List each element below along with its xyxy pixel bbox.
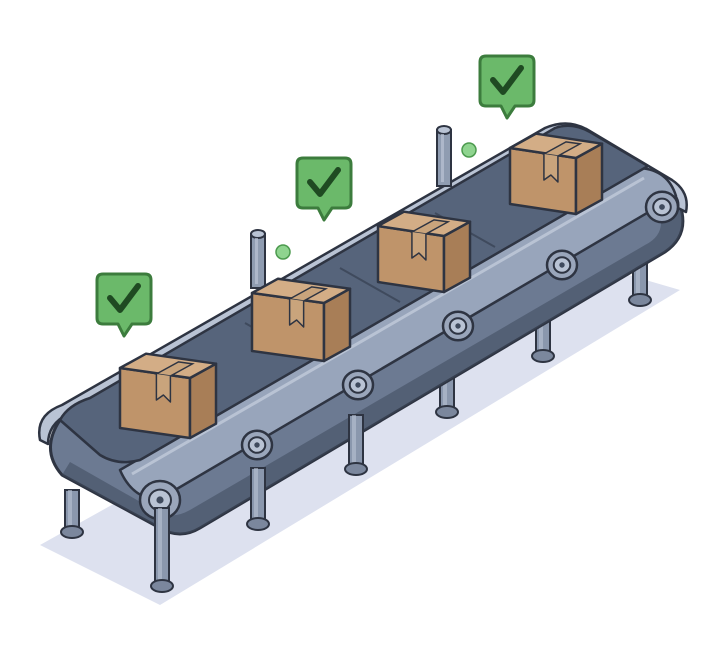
check-badge-icon [478,54,536,120]
front-rail-highlight [131,176,645,476]
box-tape-front [288,299,305,328]
sensor-post-icon [436,125,477,187]
conveyor-side-shade [62,205,683,534]
conveyor-leg [60,489,84,539]
side-roller [441,310,475,342]
conveyor-leg [246,467,270,531]
conveyor-leg [150,507,174,593]
box-front [118,366,192,440]
cardboard-box-icon [508,132,604,216]
check-mark-icon [490,65,524,95]
conveyor-leg [344,414,368,476]
box-tape [409,219,451,235]
check-mark-icon [307,167,341,197]
cardboard-box-icon [376,210,472,294]
sensor-light [275,244,291,260]
side-roller [545,249,579,281]
sensor-post-icon [250,229,291,289]
conveyor-front-rail [118,166,678,502]
sensor-light [461,142,477,158]
cardboard-box-icon [250,277,352,363]
check-badge-icon [95,272,153,338]
sensors [250,125,477,289]
check-mark-icon [107,283,141,313]
check-badges [95,54,536,338]
box-front [376,224,446,294]
check-badge-icon [295,156,353,222]
box-front [250,291,326,363]
side-roller [240,429,274,461]
box-tape-front [411,232,427,261]
side-roller [341,369,375,401]
box-tape [541,141,583,157]
boxes [118,132,604,440]
box-front [508,146,578,216]
rollers [138,190,680,521]
box-tape-front [155,374,172,403]
belt-seam [339,267,401,303]
front-legs [60,414,368,593]
back-end-roller [644,190,680,224]
cardboard-box-icon [118,352,218,440]
box-tape-front [543,154,559,183]
